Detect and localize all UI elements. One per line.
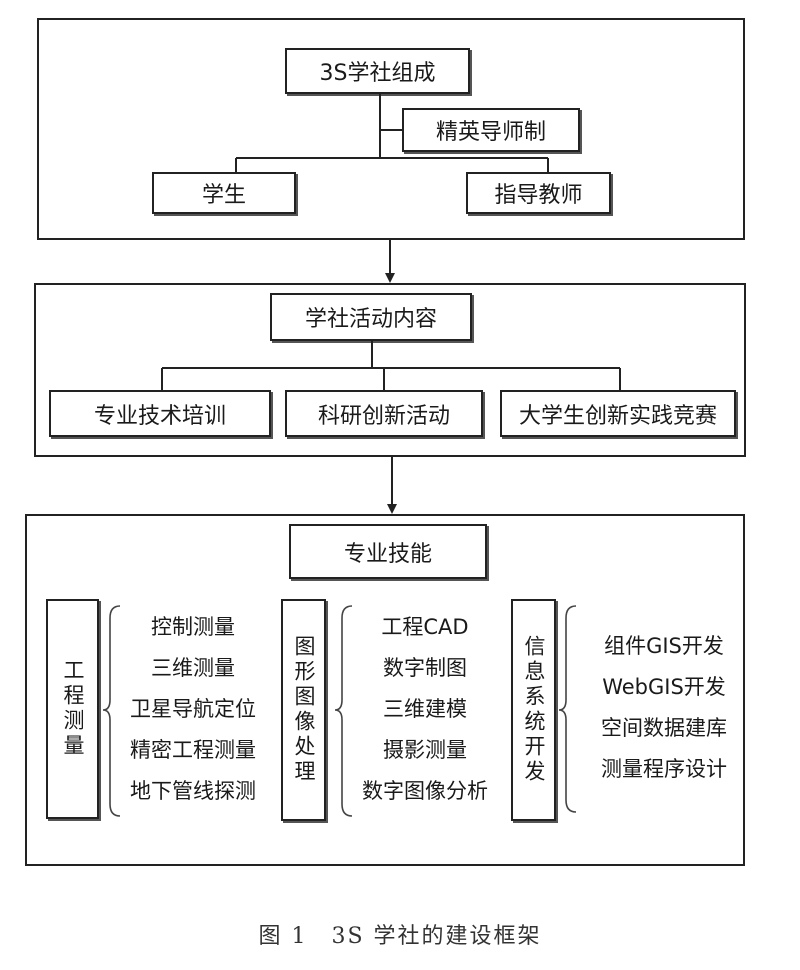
group-label-info-system-dev: 信息系统开发 xyxy=(511,599,556,821)
list-item: 控制测量 xyxy=(151,615,235,639)
list-item: 卫星导航定位 xyxy=(130,697,256,721)
list-item: 数字制图 xyxy=(383,656,467,680)
advisors-box: 指导教师 xyxy=(466,172,611,214)
engineering-survey-list: 控制测量 三维测量 卫星导航定位 精密工程测量 地下管线探测 xyxy=(118,607,268,812)
activity-item-training: 专业技术培训 xyxy=(49,390,271,437)
list-item: 空间数据建库 xyxy=(601,716,727,740)
activities-title-box: 学社活动内容 xyxy=(270,293,472,341)
org-title-box: 3S学社组成 xyxy=(285,48,470,94)
list-item: WebGIS开发 xyxy=(602,675,726,699)
list-item: 工程CAD xyxy=(381,615,469,639)
group-label-engineering-survey: 工程测量 xyxy=(46,599,99,819)
skills-title-box: 专业技能 xyxy=(289,524,487,579)
list-item: 测量程序设计 xyxy=(601,757,727,781)
list-item: 摄影测量 xyxy=(383,738,467,762)
list-item: 三维测量 xyxy=(151,656,235,680)
list-item: 数字图像分析 xyxy=(362,779,488,803)
group-label-text: 工程测量 xyxy=(61,659,85,759)
figure-caption: 图 1 3S 学社的建设框架 xyxy=(258,924,542,949)
activity-item-research: 科研创新活动 xyxy=(285,390,483,437)
graphics-processing-list: 工程CAD 数字制图 三维建模 摄影测量 数字图像分析 xyxy=(345,607,505,812)
list-item: 三维建模 xyxy=(383,697,467,721)
info-system-dev-list: 组件GIS开发 WebGIS开发 空间数据建库 测量程序设计 xyxy=(583,626,745,790)
mentor-system-box: 精英导师制 xyxy=(402,108,580,152)
activity-item-competition: 大学生创新实践竞赛 xyxy=(500,390,736,437)
list-item: 地下管线探测 xyxy=(130,779,256,803)
group-label-text: 图形图像处理 xyxy=(292,635,316,785)
group-label-graphics-processing: 图形图像处理 xyxy=(281,599,326,821)
list-item: 组件GIS开发 xyxy=(604,634,724,658)
group-label-text: 信息系统开发 xyxy=(522,635,546,785)
students-box: 学生 xyxy=(152,172,296,214)
list-item: 精密工程测量 xyxy=(130,738,256,762)
